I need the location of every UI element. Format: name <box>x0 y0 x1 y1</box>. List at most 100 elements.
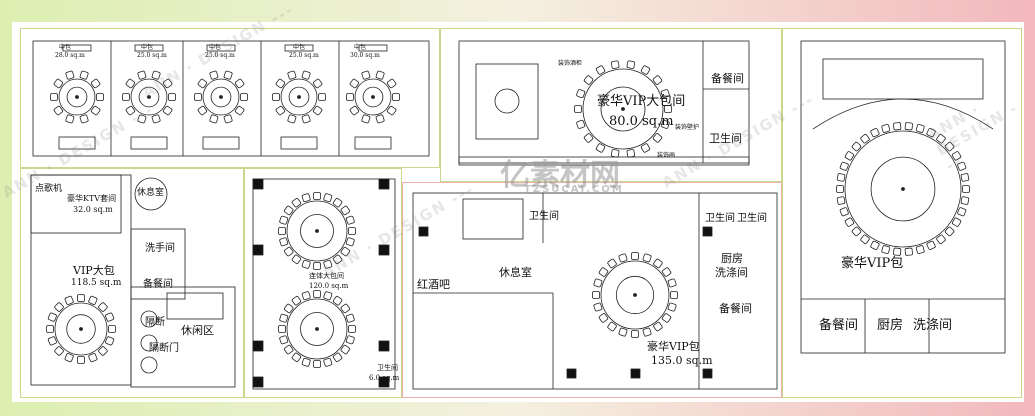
chair <box>332 295 343 306</box>
chair <box>240 93 248 101</box>
chair <box>870 128 880 138</box>
vip-135-drawing <box>412 192 778 390</box>
vip-right-title: 豪华VIP包 <box>841 256 904 271</box>
chair <box>851 226 862 237</box>
vip-right-washing: 洗涤间 <box>913 318 953 333</box>
panel-vip-right: 豪华VIP包 备餐间 厨房 洗涤间 <box>782 28 1022 398</box>
chair <box>125 105 136 116</box>
washing-label: 洗涤间 <box>715 266 748 279</box>
partition-door <box>140 334 158 352</box>
chair <box>593 302 603 312</box>
chair <box>595 143 606 153</box>
wall-guard-label: 装饰壁护 <box>675 124 700 131</box>
chair <box>595 65 606 75</box>
chair <box>631 330 639 338</box>
column <box>378 244 390 256</box>
lazy-susan <box>66 86 88 108</box>
column <box>252 244 264 256</box>
chair <box>626 149 636 158</box>
chair <box>64 353 74 363</box>
chair <box>844 151 855 161</box>
chair <box>90 105 101 116</box>
chair <box>105 336 115 346</box>
round-table <box>58 78 96 116</box>
chair <box>234 105 245 116</box>
chair <box>348 227 356 235</box>
chair <box>312 78 323 89</box>
room-1-name: 中包 <box>59 44 72 51</box>
ktv-title: 豪华KTV套间 <box>67 194 117 203</box>
lounge-label: 休息室 <box>499 266 532 279</box>
ktv-drawing <box>30 174 236 388</box>
vip-right-drawing <box>800 40 1006 354</box>
lazy-susan <box>210 86 232 108</box>
chair <box>278 325 286 333</box>
chair <box>626 60 636 69</box>
chair <box>291 352 302 363</box>
chair <box>98 302 108 312</box>
chair <box>272 93 280 101</box>
chair <box>301 291 311 301</box>
chair <box>340 205 351 216</box>
ktv-room <box>30 174 122 234</box>
chair <box>926 240 936 250</box>
chair <box>936 134 946 144</box>
chair <box>904 122 913 131</box>
chair <box>168 93 176 101</box>
chair <box>392 93 400 101</box>
chair <box>653 321 663 332</box>
chair <box>348 325 356 333</box>
room-1-area: 28.0 sq.m <box>55 52 85 59</box>
chair <box>345 237 355 247</box>
column <box>630 368 641 379</box>
chair <box>610 60 620 69</box>
chair <box>77 294 85 302</box>
panel-joined: 连体大包间 120.0 sq.m 卫生间 6.0 sq.m <box>244 168 402 398</box>
chair <box>375 70 385 80</box>
table-center <box>297 95 301 99</box>
chair <box>386 105 397 116</box>
chair <box>631 252 639 260</box>
chair <box>151 70 161 80</box>
chair <box>345 215 355 225</box>
chair <box>209 70 219 80</box>
outer-wall <box>32 40 430 157</box>
chair <box>642 253 652 263</box>
joined-drawing <box>252 178 396 390</box>
chair <box>951 151 962 161</box>
chair <box>197 105 208 116</box>
ktv-area: 32.0 sq.m <box>73 205 113 214</box>
partition-label: 隔断 <box>145 317 165 328</box>
chair <box>844 217 855 227</box>
chair <box>667 302 677 312</box>
chair <box>670 291 678 299</box>
chair <box>951 217 962 227</box>
chair <box>287 70 297 80</box>
outer-wall <box>252 178 396 390</box>
round-table <box>286 200 348 262</box>
sideboard <box>354 136 392 150</box>
floor-plan-sheet: 中包 28.0 sq.m 中包 25.0 sq.m 中包 25.0 sq.m 中… <box>0 0 1024 402</box>
chair <box>279 313 289 323</box>
lazy-susan <box>288 86 310 108</box>
column <box>378 340 390 352</box>
chair <box>197 78 208 89</box>
chair <box>839 207 849 217</box>
vip-right-pantry: 备餐间 <box>819 318 859 333</box>
chair <box>223 70 233 80</box>
bed <box>462 198 524 240</box>
joined-area: 120.0 sq.m <box>309 282 349 290</box>
chair <box>125 78 136 89</box>
round-table <box>844 130 962 248</box>
chair <box>332 197 343 208</box>
chair <box>88 295 98 305</box>
lazy-susan <box>138 86 160 108</box>
chair <box>926 128 936 138</box>
sofa-area <box>475 63 539 140</box>
lazy-susan <box>300 312 334 346</box>
chair <box>598 267 609 277</box>
chair <box>275 105 286 116</box>
chair <box>881 124 891 133</box>
chair <box>349 78 360 89</box>
chair <box>108 325 116 333</box>
